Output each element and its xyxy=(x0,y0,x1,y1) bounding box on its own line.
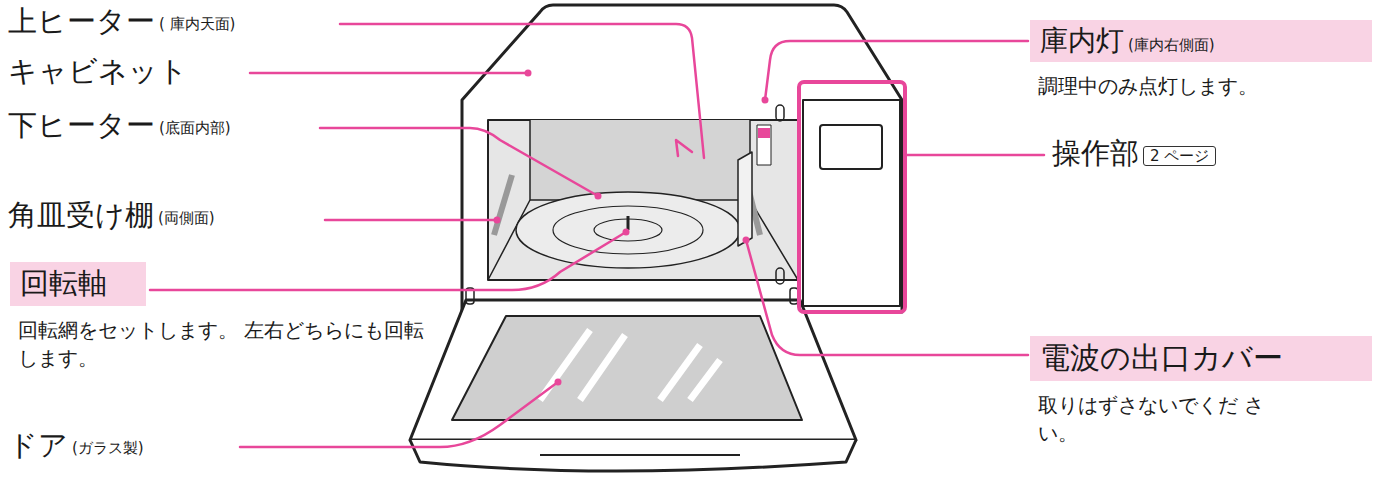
callout-band: 電波の出口カバー xyxy=(1030,336,1372,381)
door xyxy=(410,300,856,440)
hinge xyxy=(790,288,798,304)
leader-line xyxy=(746,240,1028,355)
door-glass xyxy=(452,316,802,420)
turntable xyxy=(516,192,740,268)
rail xyxy=(494,175,512,235)
leader-arrow xyxy=(676,140,692,156)
leader-dot xyxy=(743,237,750,244)
part-location: ( 庫内天面) xyxy=(159,15,235,33)
leader-dot xyxy=(762,97,769,104)
leader-dot xyxy=(555,379,562,386)
callout-box: 回転軸回転網をセットします。 左右どちらにも回転します。 xyxy=(10,262,430,372)
leader-dot xyxy=(525,70,532,77)
part-name: 上ヒーター xyxy=(8,4,155,39)
part-location: (ガラス製) xyxy=(72,439,144,457)
wave-cover xyxy=(738,152,752,246)
leader-line xyxy=(150,232,626,290)
leader-dot xyxy=(623,229,630,236)
back-wall xyxy=(530,120,750,200)
door-handle xyxy=(540,454,740,456)
leader-line xyxy=(765,41,1028,100)
control-panel xyxy=(803,100,900,306)
part-name: 下ヒーター xyxy=(8,108,155,143)
part-name: ドア xyxy=(8,428,68,463)
turntable-ring xyxy=(553,206,703,254)
cabinet xyxy=(462,5,902,312)
callout-note: 回転網をセットします。 左右どちらにも回転します。 xyxy=(10,316,430,372)
leader-line xyxy=(320,128,598,196)
callout-box: 庫内灯(庫内右側面) 調理中のみ点灯します。 xyxy=(1030,20,1372,100)
callout-note: 取りはずさないでくだ さい。 xyxy=(1030,391,1273,447)
rotation-shaft xyxy=(627,216,630,230)
latch xyxy=(776,268,784,284)
part-location: (底面内部) xyxy=(159,119,231,137)
display xyxy=(820,125,882,169)
part-location: (両側面) xyxy=(158,209,215,227)
leader-line xyxy=(906,154,1044,157)
callout-band: 庫内灯(庫内右側面) xyxy=(1030,20,1372,62)
lamp xyxy=(758,128,770,138)
glass-reflection xyxy=(540,330,720,400)
leader-line xyxy=(340,24,704,158)
callout-note: 調理中のみ点灯します。 xyxy=(1030,72,1372,100)
part-name: キャビネット xyxy=(8,54,188,89)
callout-band: 回転軸 xyxy=(10,262,146,306)
page-reference: 2 ページ xyxy=(1143,146,1216,166)
part-name: 操作部 xyxy=(1052,136,1139,171)
part-name: 角皿受け棚 xyxy=(8,198,154,233)
lamp-grille xyxy=(757,125,771,165)
leader-line xyxy=(325,219,497,222)
leader-line xyxy=(240,382,558,447)
callout-location: (庫内右側面) xyxy=(1128,36,1215,54)
callout-title: 電波の出口カバー xyxy=(1040,340,1283,375)
callout-title: 回転軸 xyxy=(20,266,107,300)
callout-title: 庫内灯 xyxy=(1040,24,1124,57)
callout-box: 電波の出口カバー取りはずさないでくだ さい。 xyxy=(1030,336,1372,447)
leader-dot xyxy=(595,193,602,200)
leader-line xyxy=(250,72,528,75)
latch xyxy=(776,105,784,121)
door-handle xyxy=(410,440,856,471)
leader-dot xyxy=(494,217,501,224)
panel-highlight xyxy=(799,82,905,312)
